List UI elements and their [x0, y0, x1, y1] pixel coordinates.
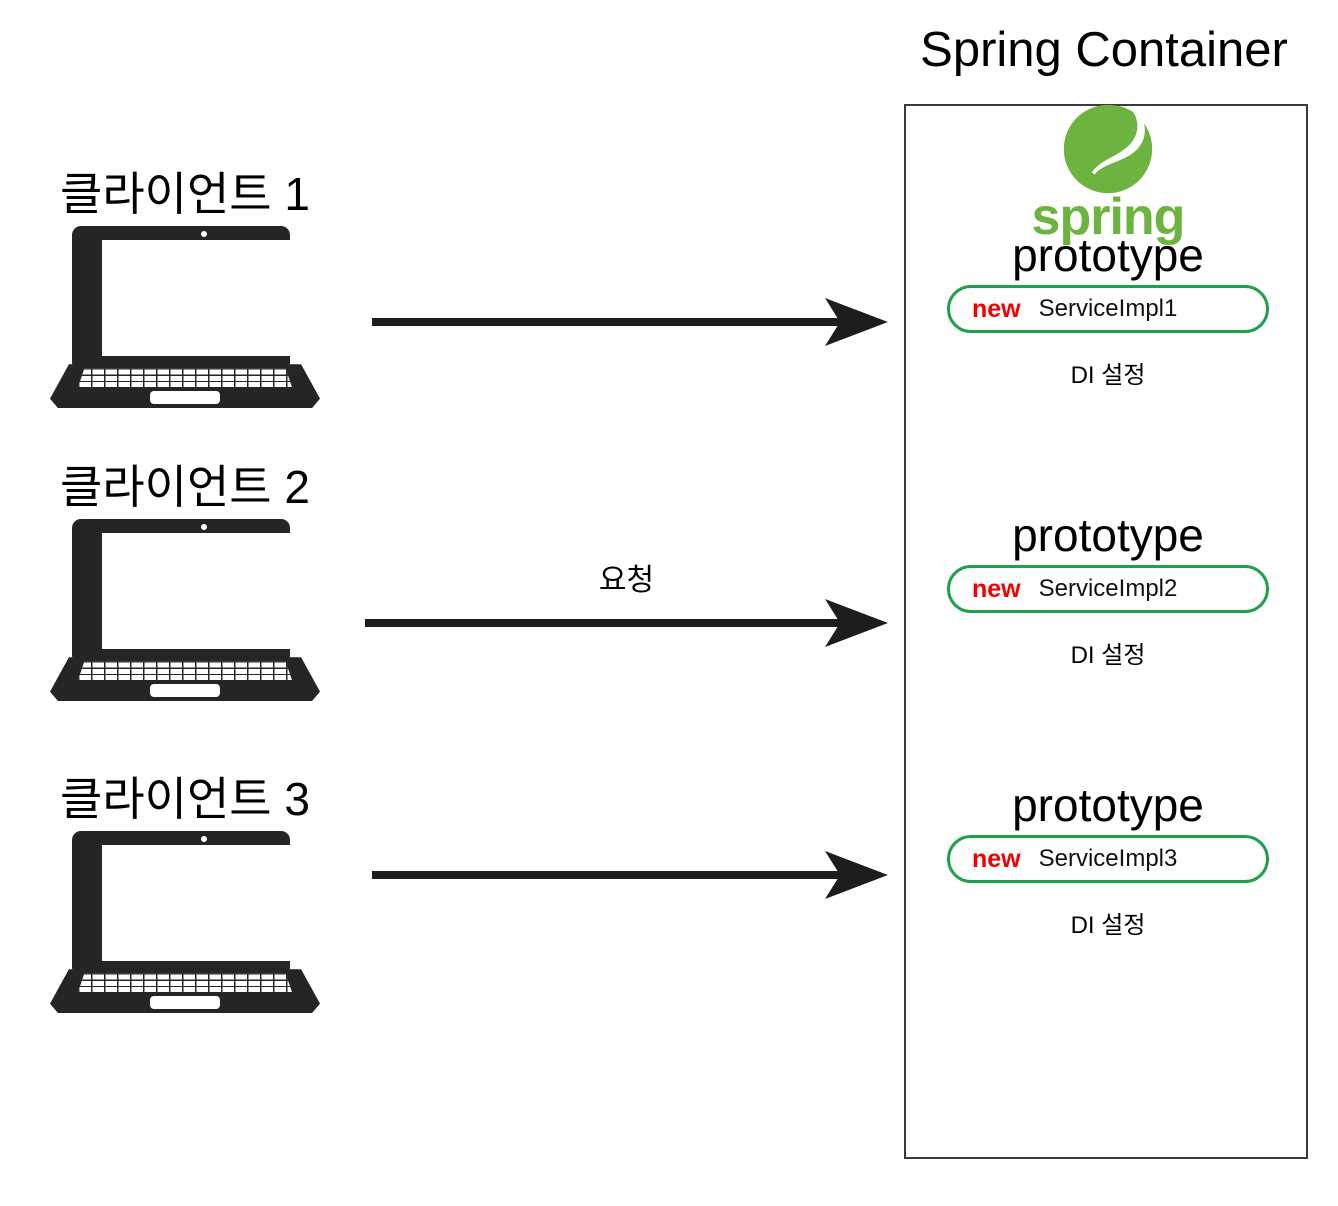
bean-new-keyword-1: new	[972, 294, 1021, 323]
laptop-icon	[50, 831, 320, 1014]
laptop-screen	[102, 533, 304, 650]
laptop-keyboard	[78, 368, 292, 388]
laptop-screen	[102, 240, 304, 357]
laptop-lid	[72, 831, 304, 972]
bean-di-note-2: DI 설정	[1070, 642, 1146, 670]
bean-scope-label-1: prototype	[1012, 229, 1204, 281]
bean-scope-label-3: prototype	[1012, 779, 1204, 831]
client-label-3: 클라이언트 3	[60, 773, 310, 825]
request-arrow-2: 요청	[363, 555, 890, 655]
request-arrow-1	[370, 292, 890, 354]
laptop-lid	[72, 519, 304, 660]
bean-di-note-3: DI 설정	[1070, 912, 1146, 940]
client-label-1: 클라이언트 1	[60, 168, 310, 220]
spring-leaf-icon	[1063, 104, 1153, 194]
laptop-keyboard	[78, 973, 292, 993]
spring-container-box: spring prototype new ServiceImpl1 DI 설정 …	[904, 104, 1308, 1159]
bean-block-1: prototype new ServiceImpl1 DI 설정	[906, 231, 1310, 390]
laptop-keyboard	[78, 661, 292, 681]
laptop-icon	[50, 226, 320, 409]
bean-new-keyword-2: new	[972, 574, 1021, 603]
arrow-right-icon	[372, 851, 888, 899]
bean-pill-2: new ServiceImpl2	[947, 565, 1269, 614]
page-title: Spring Container	[920, 23, 1288, 77]
arrow-right-icon	[372, 298, 888, 346]
spring-wordmark: spring	[1031, 188, 1186, 246]
laptop-trackpad	[150, 996, 220, 1010]
laptop-lid	[72, 226, 304, 367]
laptop-screen	[102, 845, 304, 962]
request-arrow-3	[370, 845, 890, 907]
bean-class-name-1: ServiceImpl1	[1038, 295, 1178, 323]
client-group-3: 클라이언트 3	[20, 773, 350, 1014]
webcam-icon	[201, 524, 207, 531]
client-label-2: 클라이언트 2	[60, 461, 310, 513]
laptop-icon	[50, 519, 320, 702]
client-group-2: 클라이언트 2	[20, 461, 350, 702]
bean-block-3: prototype new ServiceImpl3 DI 설정	[906, 781, 1310, 940]
laptop-trackpad	[150, 391, 220, 405]
bean-pill-1: new ServiceImpl1	[947, 285, 1269, 334]
bean-class-name-2: ServiceImpl2	[1038, 575, 1178, 603]
bean-pill-3: new ServiceImpl3	[947, 835, 1269, 884]
bean-di-note-1: DI 설정	[1070, 362, 1146, 390]
webcam-icon	[201, 836, 207, 843]
spring-logo: spring	[906, 103, 1310, 243]
bean-new-keyword-3: new	[972, 844, 1021, 873]
arrow-right-icon	[365, 599, 888, 647]
bean-class-name-3: ServiceImpl3	[1038, 845, 1178, 873]
laptop-trackpad	[150, 684, 220, 698]
webcam-icon	[201, 231, 207, 238]
bean-scope-label-2: prototype	[1012, 509, 1204, 561]
arrow-label-request: 요청	[598, 564, 655, 597]
client-group-1: 클라이언트 1	[20, 168, 350, 409]
bean-block-2: prototype new ServiceImpl2 DI 설정	[906, 511, 1310, 670]
